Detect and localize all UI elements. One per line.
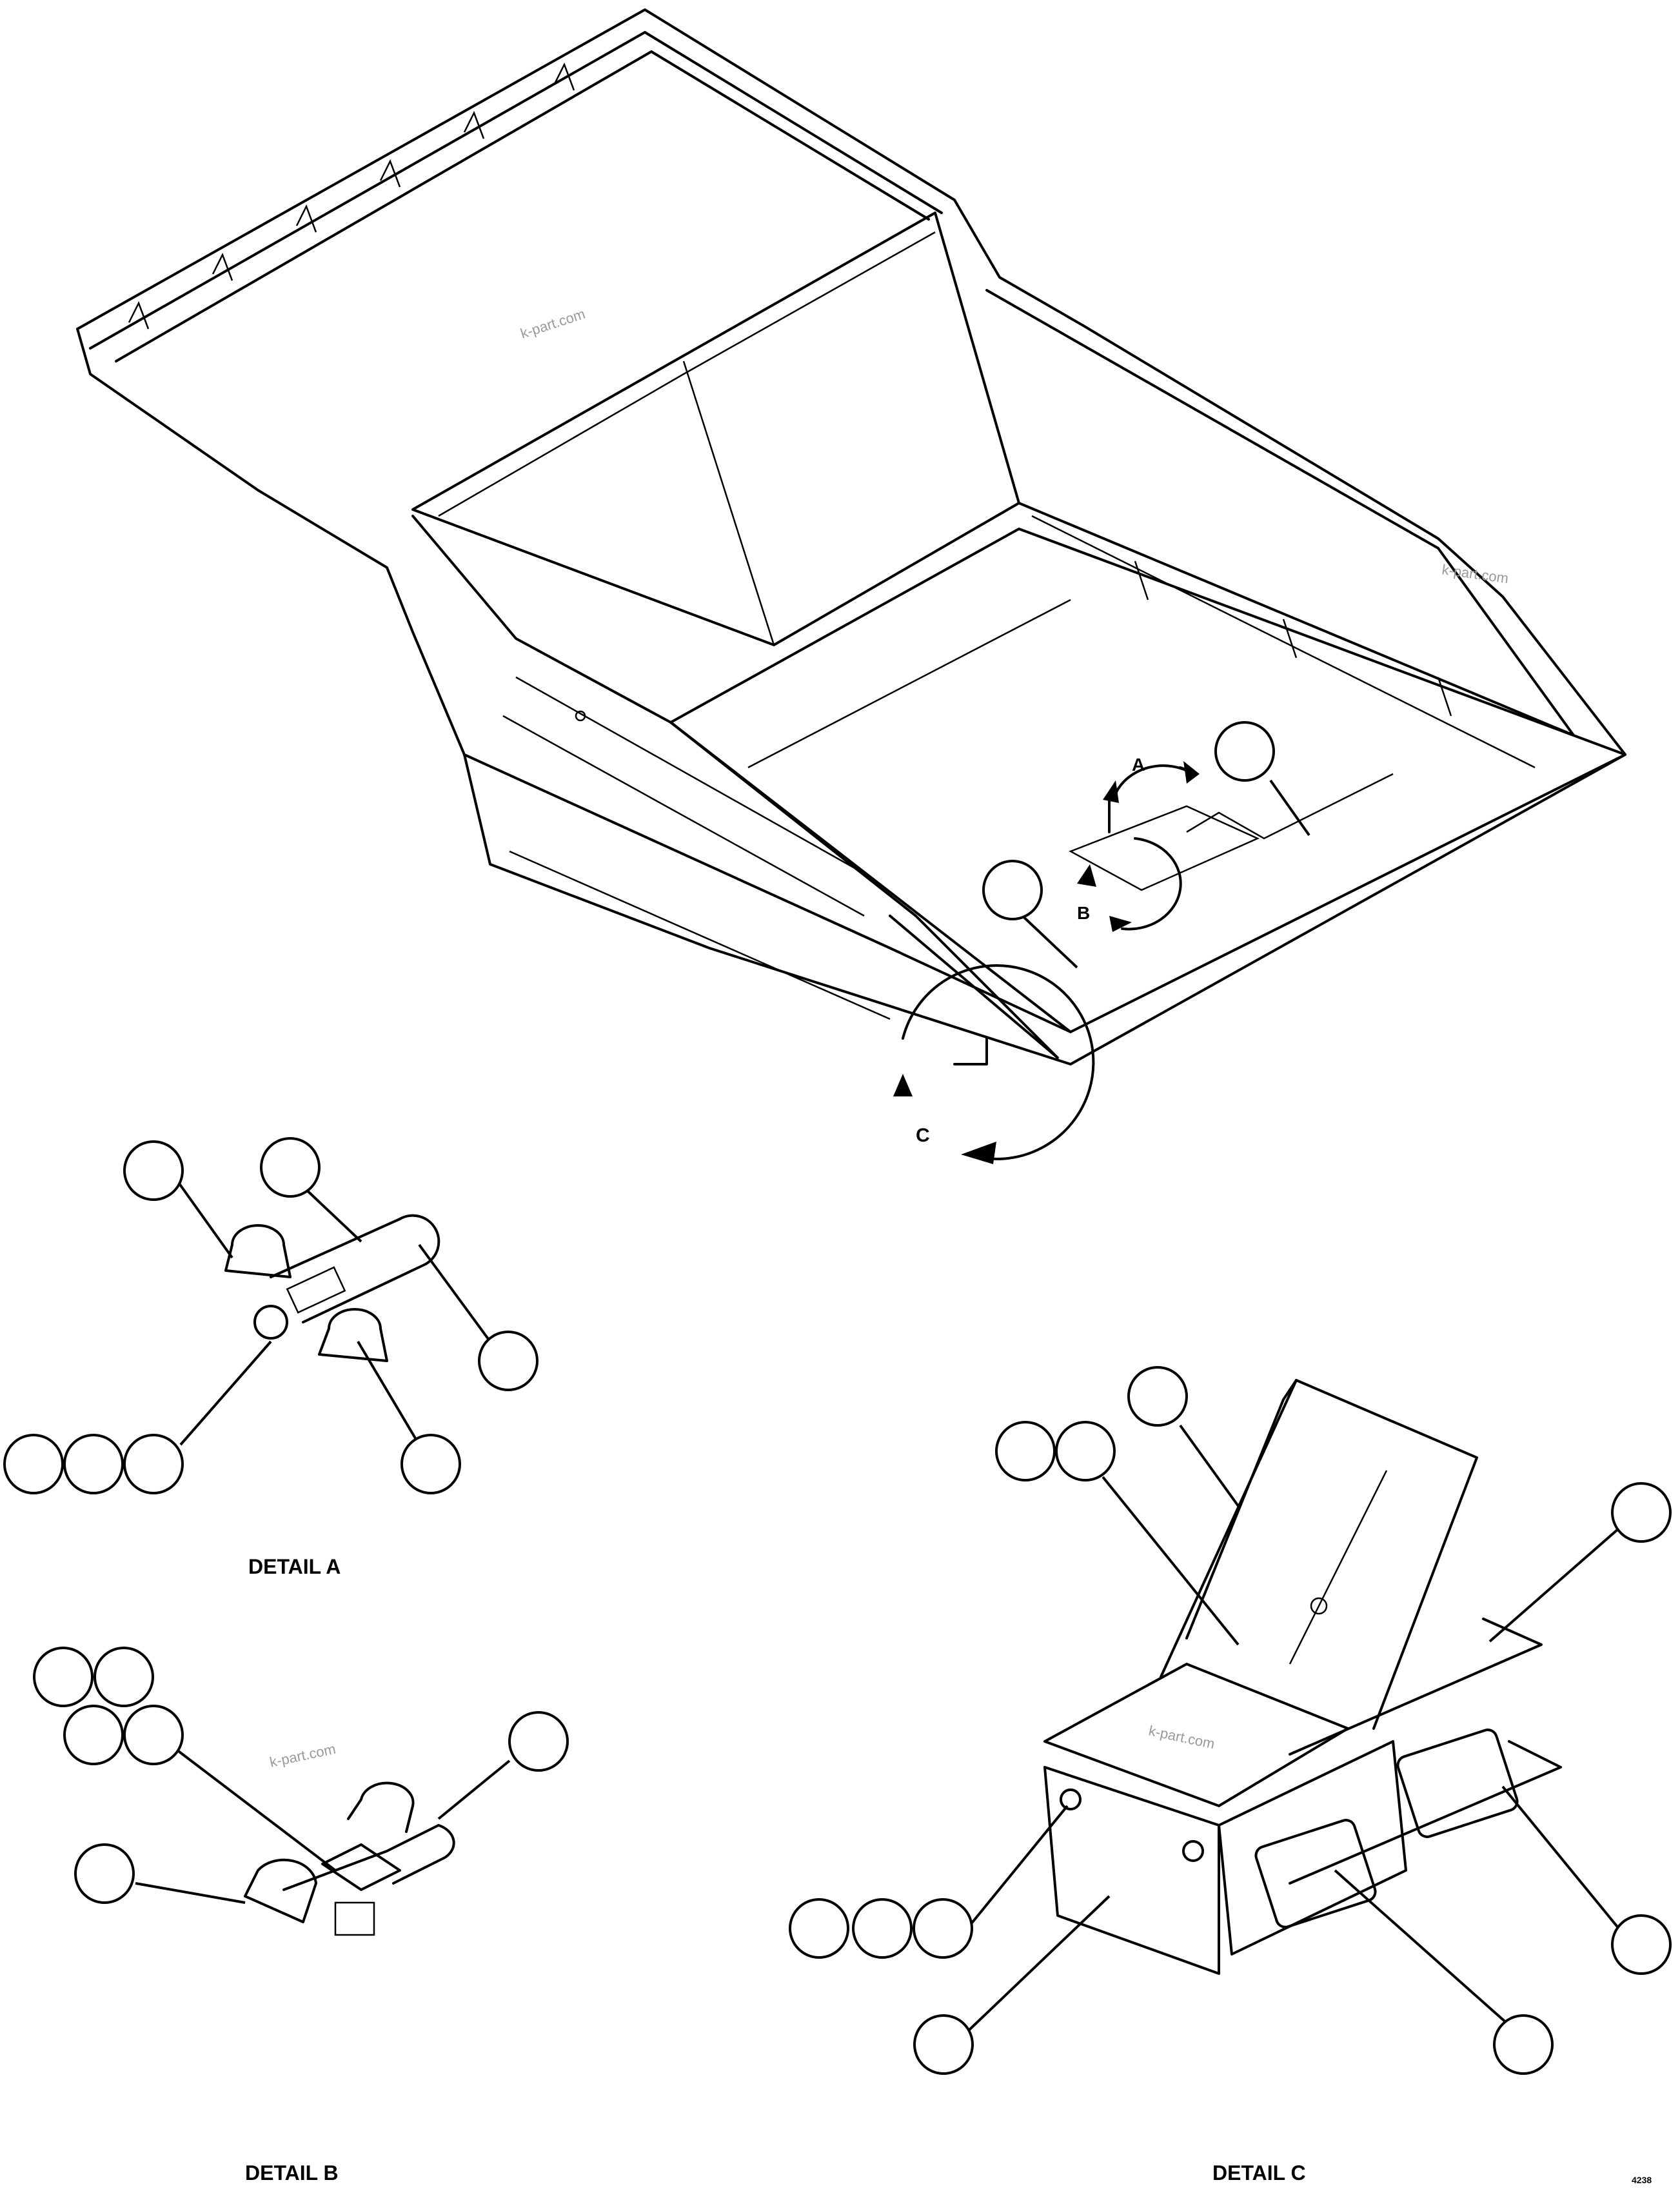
- callout-balloon: [478, 1331, 539, 1391]
- callout-balloon: [94, 1647, 154, 1707]
- view-label-a: A: [1132, 755, 1145, 775]
- callout-balloon: [913, 2014, 974, 2075]
- callout-balloon: [982, 860, 1043, 920]
- callout-balloon: [74, 1843, 135, 1904]
- callout-balloon: [63, 1434, 124, 1494]
- view-indicators: A B C: [893, 755, 1200, 1164]
- callout-balloon: [123, 1705, 184, 1765]
- view-label-b: B: [1077, 903, 1090, 923]
- callout-balloon: [1127, 1366, 1188, 1427]
- callout-balloon: [1055, 1421, 1116, 1481]
- callout-balloon: [3, 1434, 64, 1494]
- drawing-number: 4238: [1632, 2175, 1652, 2185]
- callout-balloon: [400, 1434, 461, 1494]
- callout-balloon: [1611, 1914, 1672, 1975]
- watermark: k-part.com: [1147, 1722, 1216, 1752]
- callout-balloon: [123, 1434, 184, 1494]
- callout-balloon: [63, 1705, 124, 1765]
- watermark: k-part.com: [1441, 561, 1509, 586]
- callout-balloon: [789, 1898, 849, 1959]
- detail-b-title: DETAIL B: [245, 2161, 339, 2184]
- watermark: k-part.com: [268, 1741, 337, 1770]
- detail-c-title: DETAIL C: [1212, 2161, 1306, 2184]
- detail-b: k-part.com DETAIL B: [33, 1647, 569, 2184]
- bucket-assembly: [76, 8, 1626, 1065]
- watermark: k-part.com: [519, 306, 588, 342]
- callout-balloon: [33, 1647, 94, 1707]
- detail-a: DETAIL A: [3, 1137, 539, 1578]
- callout-balloon: [913, 1898, 973, 1959]
- callout-balloon: [123, 1140, 184, 1201]
- detail-c: k-part.com DETAIL C: [789, 1366, 1672, 2184]
- callout-balloon: [508, 1711, 569, 1772]
- main-balloons: [982, 721, 1310, 969]
- callout-balloon: [1214, 721, 1275, 782]
- callout-balloon: [260, 1137, 321, 1198]
- callout-balloon: [1493, 2014, 1554, 2075]
- callout-balloon: [995, 1421, 1056, 1481]
- detail-a-title: DETAIL A: [248, 1555, 341, 1578]
- callout-balloon: [852, 1898, 913, 1959]
- view-label-c: C: [916, 1125, 930, 1146]
- callout-balloon: [1611, 1482, 1672, 1543]
